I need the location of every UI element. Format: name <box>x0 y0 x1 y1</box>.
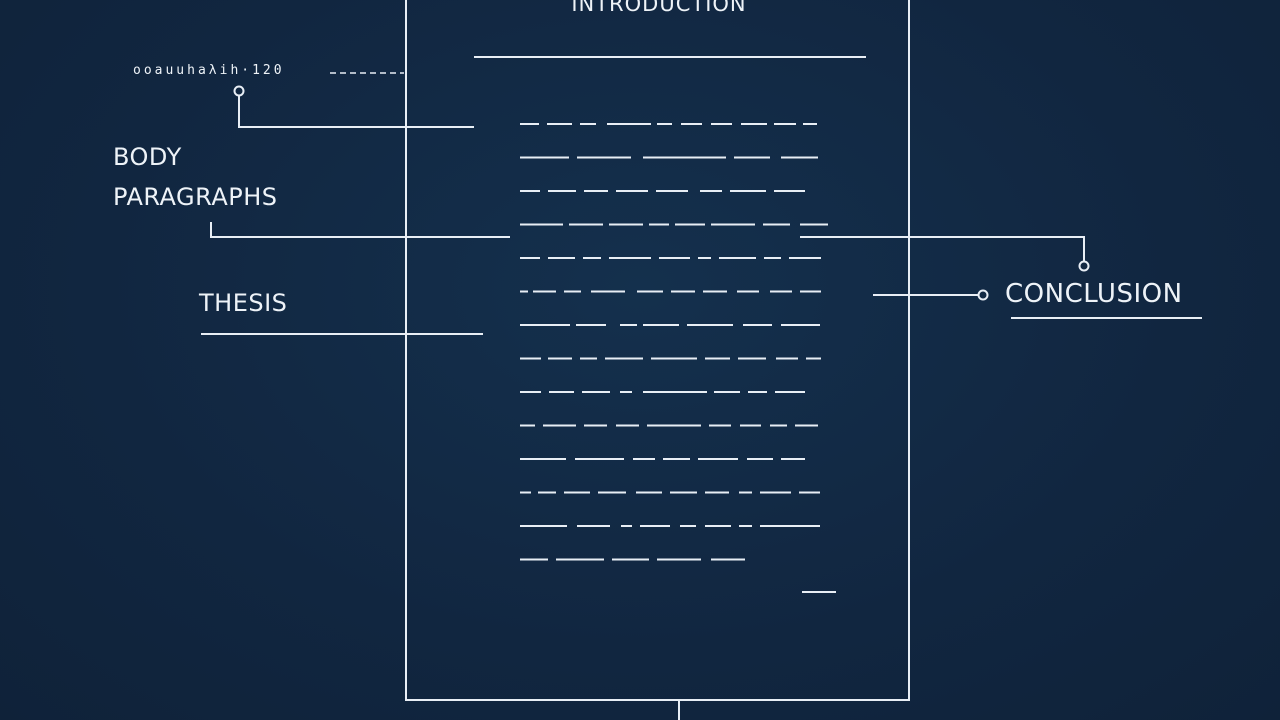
conclusion-label: CONCLUSION <box>1005 279 1183 309</box>
body-connector-dot-top <box>233 85 245 97</box>
body-connector-bottom <box>210 222 510 238</box>
introduction-label: INTRODUCTION <box>571 0 747 16</box>
scribble-label: ooauuhaλih·120 <box>133 63 285 78</box>
body-label-line1: BODY <box>113 143 182 171</box>
conclusion-connector-dot <box>977 289 989 301</box>
document-text-lines <box>520 123 828 561</box>
body-label-line2: PARAGRAPHS <box>113 183 278 211</box>
right-connector <box>800 236 1085 262</box>
right-connector-dot <box>1078 260 1090 272</box>
body-connector-top <box>238 96 474 128</box>
thesis-label: THESIS <box>199 289 288 317</box>
document-page <box>405 0 910 701</box>
